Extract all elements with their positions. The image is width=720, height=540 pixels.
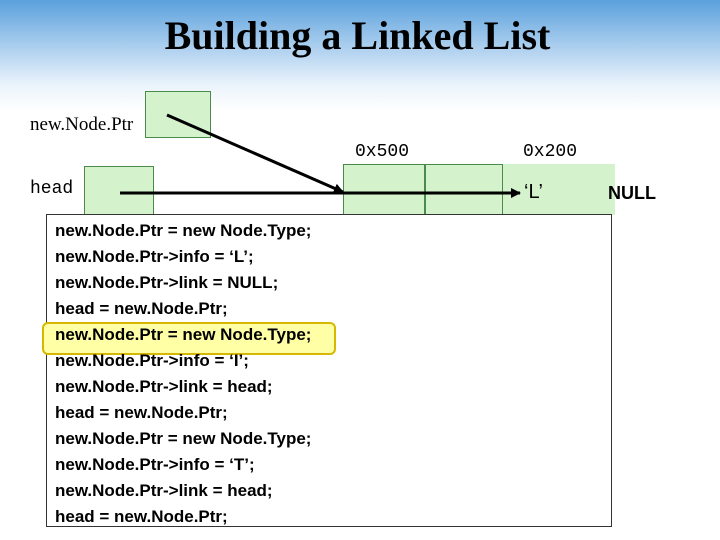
new-node-ptr-label: new.Node.Ptr bbox=[30, 114, 134, 135]
code-line-6: new.Node.Ptr->info = ‘I’; bbox=[55, 351, 249, 370]
code-line-2: new.Node.Ptr->info = ‘L’; bbox=[55, 247, 254, 266]
code-panel bbox=[46, 214, 612, 527]
code-line-3: new.Node.Ptr->link = NULL; bbox=[55, 273, 279, 292]
code-line-8: head = new.Node.Ptr; bbox=[55, 403, 228, 422]
node-0x200-link-cell bbox=[607, 164, 615, 215]
new-node-ptr-arrow bbox=[166, 113, 344, 194]
code-line-1: new.Node.Ptr = new Node.Type; bbox=[55, 221, 312, 240]
head-box bbox=[84, 166, 154, 215]
node-0x500-link-cell bbox=[425, 164, 503, 215]
null-value: NULL bbox=[608, 183, 656, 203]
page-title: Building a Linked List bbox=[164, 13, 551, 58]
code-line-9: new.Node.Ptr = new Node.Type; bbox=[55, 429, 312, 448]
node-address-0x500: 0x500 bbox=[355, 142, 410, 162]
code-line-12: head = new.Node.Ptr; bbox=[55, 507, 228, 526]
current-line-highlight bbox=[42, 322, 336, 355]
head-label: head bbox=[30, 179, 74, 199]
node-0x500-info-cell bbox=[343, 164, 425, 215]
code-line-7: new.Node.Ptr->link = head; bbox=[55, 377, 273, 396]
node-address-0x200: 0x200 bbox=[523, 142, 578, 162]
code-line-10: new.Node.Ptr->info = ‘T’; bbox=[55, 455, 255, 474]
code-line-11: new.Node.Ptr->link = head; bbox=[55, 481, 273, 500]
code-line-4: head = new.Node.Ptr; bbox=[55, 299, 228, 318]
node-0x200-info-value: ‘L’ bbox=[524, 181, 543, 203]
code-line-5-highlighted: new.Node.Ptr = new Node.Type; bbox=[55, 325, 312, 344]
